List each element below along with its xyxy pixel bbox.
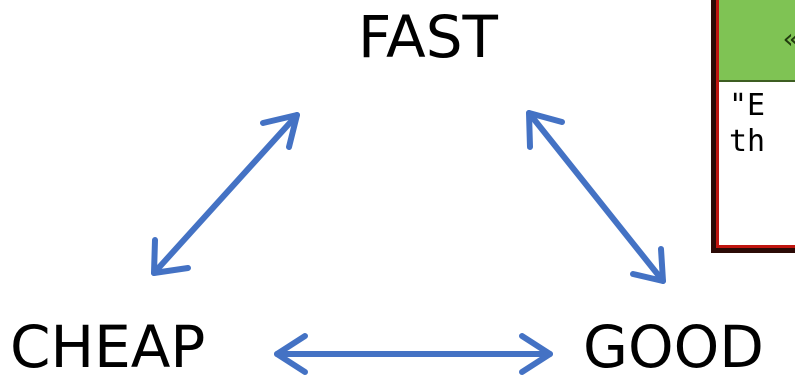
arrow-cheap-good (274, 333, 553, 375)
arrow-fast-good (526, 110, 666, 284)
quote-card-line: "E (729, 88, 766, 123)
quote-card-line: th (729, 124, 766, 159)
node-cheap-label: CHEAP (10, 313, 206, 381)
arrow-fast-cheap (151, 112, 300, 276)
quote-card-panel: « "Eth (716, 0, 795, 248)
node-good-label: GOOD (583, 313, 764, 381)
quote-card-header-text: « (783, 22, 795, 55)
node-fast-label: FAST (358, 3, 498, 71)
quote-card-header: « (719, 0, 795, 82)
quote-card: « "Eth (711, 0, 795, 253)
